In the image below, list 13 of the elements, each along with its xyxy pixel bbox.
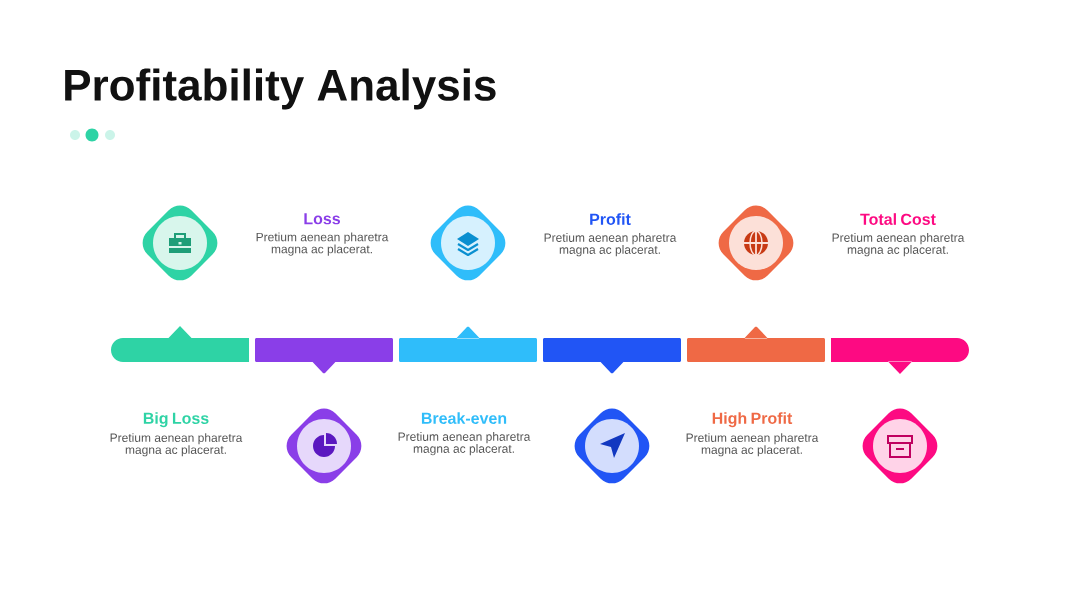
step-description: Pretium aenean pharetra magna ac placerat. [110, 433, 243, 457]
step-heading: Total Cost [860, 213, 936, 225]
step-heading: Break-even [421, 412, 507, 424]
step-description: Pretium aenean pharetra magna ac placerat. [398, 432, 531, 456]
step-description: Pretium aenean pharetra magna ac placerat. [256, 232, 389, 256]
step-description: Pretium aenean pharetra magna ac placerat. [686, 433, 819, 457]
step-description: Pretium aenean pharetra magna ac placerat. [544, 233, 677, 257]
step-description: Pretium aenean pharetra magna ac placerat. [832, 233, 965, 257]
title: Profitability Analysis [65, 68, 496, 110]
step-heading: High Profit [712, 412, 793, 428]
step-heading: Loss [304, 213, 340, 225]
step-heading: Profit [590, 213, 631, 225]
step-heading: Big Loss [143, 412, 209, 428]
